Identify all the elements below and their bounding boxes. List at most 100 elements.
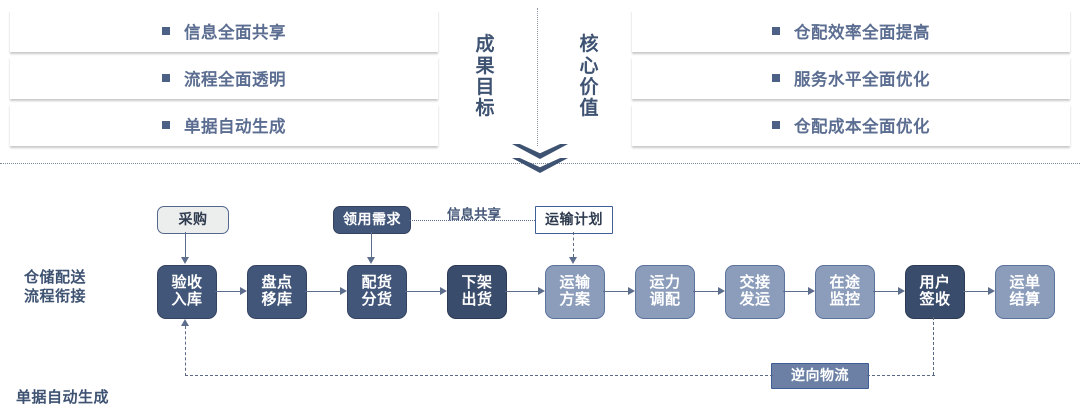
list-item-label: 仓配成本全面优化 (794, 118, 930, 136)
connector-reverse-return (185, 375, 773, 376)
list-item-label: 单据自动生成 (184, 118, 286, 136)
flow-node-label: 配货 分货 (361, 274, 393, 308)
connector-chain (305, 291, 340, 292)
chevron-stroke (512, 158, 568, 173)
arrow-down-icon (181, 257, 189, 264)
square-bullet-icon (772, 27, 780, 35)
arrow-right-icon (628, 287, 635, 295)
outcome-value-section: 信息全面共享 流程全面透明 单据自动生成 成 果 目 标 核 心 价 值 仓配效… (0, 0, 1080, 152)
docs-row-label: 单据自动生成 (16, 389, 109, 408)
docs-row-label-text: 单据自动生成 (16, 389, 110, 406)
flow-node-allocation-distribution[interactable]: 配货 分货 (347, 265, 407, 319)
square-bullet-icon (162, 121, 170, 129)
goal-heading-char: 目 (475, 77, 495, 98)
list-item-label: 服务水平全面优化 (794, 71, 930, 89)
arrow-down-icon (367, 257, 375, 264)
process-row-label-text: 仓储配送 流程衔接 (24, 269, 87, 305)
flow-node-stocktake-transfer[interactable]: 盘点 移库 (247, 265, 307, 319)
arrow-right-icon (340, 287, 347, 295)
connector-plan-to-transport-scheme (573, 232, 574, 257)
square-bullet-icon (162, 74, 170, 82)
square-bullet-icon (772, 121, 780, 129)
arrow-up-icon (181, 319, 189, 326)
flow-node-label: 下架 出货 (461, 274, 493, 308)
list-item[interactable]: 流程全面透明 (10, 57, 438, 99)
flow-node-label: 运输计划 (545, 211, 603, 228)
value-heading: 核 心 价 值 (572, 14, 606, 140)
connector-chain (783, 291, 808, 292)
connector-chain (693, 291, 718, 292)
flow-node-in-transit-monitoring[interactable]: 在途 监控 (815, 265, 875, 319)
value-heading-char: 心 (579, 55, 599, 77)
arrow-right-icon (988, 287, 995, 295)
connector-chain (215, 291, 240, 292)
goal-heading: 成 果 目 标 (468, 14, 502, 140)
connector-signoff-to-reverse (867, 375, 935, 376)
chevron-stroke (512, 144, 568, 159)
arrow-right-icon (808, 287, 815, 295)
double-chevron-down-icon (512, 144, 568, 182)
connector-demand-to-picking (371, 232, 372, 257)
arrow-right-icon (898, 287, 905, 295)
arrow-down-icon (569, 257, 577, 264)
arrow-right-icon (538, 287, 545, 295)
goal-items-list: 信息全面共享 流程全面透明 单据自动生成 (10, 10, 438, 151)
connector-chain (405, 291, 440, 292)
arrow-right-icon (240, 287, 247, 295)
connector-chain (873, 291, 898, 292)
goal-heading-char: 果 (475, 55, 495, 77)
list-item[interactable]: 仓配成本全面优化 (632, 104, 1070, 146)
flow-node-transport-plan[interactable]: 运输计划 (535, 206, 613, 234)
arrow-right-icon (440, 287, 447, 295)
value-heading-char: 核 (579, 34, 599, 56)
flow-node-label: 运单 结算 (1009, 274, 1041, 308)
flow-node-label: 领用需求 (343, 211, 401, 228)
flow-node-label: 用户 签收 (919, 274, 951, 308)
info-share-note: 信息共享 (447, 203, 501, 223)
square-bullet-icon (162, 27, 170, 35)
process-row-label: 仓储配送 流程衔接 (24, 269, 86, 307)
flow-node-label: 采购 (178, 211, 208, 228)
info-share-note-text: 信息共享 (447, 207, 501, 222)
goal-heading-char: 标 (475, 98, 495, 120)
flow-node-label: 交接 发运 (739, 274, 771, 308)
flow-node-reverse-logistics[interactable]: 逆向物流 (771, 363, 869, 389)
list-item-label: 流程全面透明 (184, 71, 286, 89)
value-heading-char: 价 (579, 77, 599, 98)
flow-node-handover-dispatch[interactable]: 交接 发运 (725, 265, 785, 319)
flow-node-procurement[interactable]: 采购 (157, 206, 229, 234)
info-share-connector (409, 220, 535, 221)
flow-node-label: 逆向物流 (791, 367, 849, 384)
flow-node-transport-scheme[interactable]: 运输 方案 (545, 265, 605, 319)
goal-heading-char: 成 (475, 34, 495, 56)
list-item-label: 仓配效率全面提高 (794, 24, 930, 42)
vertical-divider (537, 8, 538, 146)
flow-node-waybill-settlement[interactable]: 运单 结算 (995, 265, 1055, 319)
flow-node-label: 运力 调配 (649, 274, 681, 308)
value-items-list: 仓配效率全面提高 服务水平全面优化 仓配成本全面优化 (632, 10, 1070, 151)
list-item[interactable]: 单据自动生成 (10, 104, 438, 146)
square-bullet-icon (772, 74, 780, 82)
connector-procurement-to-receiving (185, 232, 186, 257)
value-heading-char: 值 (579, 98, 599, 120)
list-item-label: 信息全面共享 (184, 24, 286, 42)
connector-reverse-to-receiving (185, 326, 186, 376)
connector-signoff-to-reverse (933, 317, 934, 375)
flow-node-customer-signoff[interactable]: 用户 签收 (905, 265, 965, 319)
arrow-right-icon (718, 287, 725, 295)
flow-node-offshelf-shipment[interactable]: 下架 出货 (447, 265, 507, 319)
list-item[interactable]: 信息全面共享 (10, 10, 438, 52)
flow-node-receiving-inbound[interactable]: 验收 入库 (157, 265, 217, 319)
flow-node-label: 验收 入库 (171, 274, 203, 308)
connector-chain (603, 291, 628, 292)
flow-node-label: 运输 方案 (559, 274, 591, 308)
connector-chain (505, 291, 538, 292)
flow-node-capacity-dispatch[interactable]: 运力 调配 (635, 265, 695, 319)
connector-chain (963, 291, 988, 292)
flow-node-label: 在途 监控 (829, 274, 861, 308)
section-divider (0, 163, 1080, 164)
flow-node-requisition-demand[interactable]: 领用需求 (333, 206, 411, 234)
list-item[interactable]: 服务水平全面优化 (632, 57, 1070, 99)
process-flow-section: 仓储配送 流程衔接 单据自动生成 采购 领用需求 运输计划 信息共享 验收 入库… (0, 180, 1080, 413)
list-item[interactable]: 仓配效率全面提高 (632, 10, 1070, 52)
